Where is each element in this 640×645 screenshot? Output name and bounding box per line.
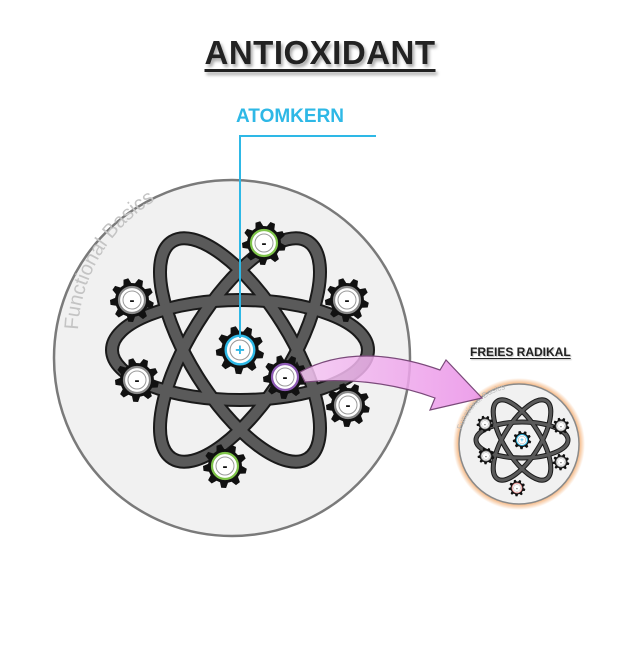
electron-green-bottom-sign: - <box>223 458 228 475</box>
electron-right-lower: - <box>326 383 370 427</box>
nucleus-callout-line <box>239 135 376 338</box>
radical-electron-left-upper: - <box>476 415 494 433</box>
radical-electron-left-lower: - <box>477 447 495 465</box>
nucleus-gear-sign: + <box>235 342 245 360</box>
radical-electron-right-upper: - <box>552 417 570 435</box>
electron-green-top-sign: - <box>262 235 267 252</box>
free-radical-label: FREIES RADIKAL <box>470 345 571 359</box>
nucleus-gear: + <box>215 326 264 375</box>
electron-purple-transfer-sign: - <box>283 369 288 386</box>
electron-right-lower-sign: - <box>346 397 351 414</box>
electron-purple-transfer: - <box>263 355 307 399</box>
electron-right-upper-sign: - <box>345 292 350 309</box>
electron-green-top: - <box>242 221 286 265</box>
electron-left-lower: - <box>115 358 159 402</box>
radical-electron-right-lower: - <box>552 453 570 471</box>
electron-left-upper-sign: - <box>130 292 135 309</box>
radical-electron-left-lower-sign: - <box>485 454 487 460</box>
radical-electron-red-sign: - <box>516 486 518 492</box>
nucleus-label: ATOMKERN <box>236 106 345 127</box>
electron-left-lower-sign: - <box>135 372 140 389</box>
radical-orbits <box>473 397 571 483</box>
electron-right-upper: - <box>325 278 369 322</box>
electron-left-upper: - <box>110 278 154 322</box>
page-title: ANTIOXIDANT <box>204 34 436 71</box>
radical-electron-right-lower-sign: - <box>560 460 562 466</box>
radical-nucleus-gear-sign: + <box>520 437 524 444</box>
radical-nucleus-gear: + <box>512 430 532 450</box>
radical-electron-left-upper-sign: - <box>484 422 486 428</box>
electron-transfer-arrow <box>299 355 484 411</box>
electron-green-bottom: - <box>203 444 247 488</box>
radical-electron-right-upper-sign: - <box>560 424 562 430</box>
radical-electron-red: - <box>508 479 526 497</box>
